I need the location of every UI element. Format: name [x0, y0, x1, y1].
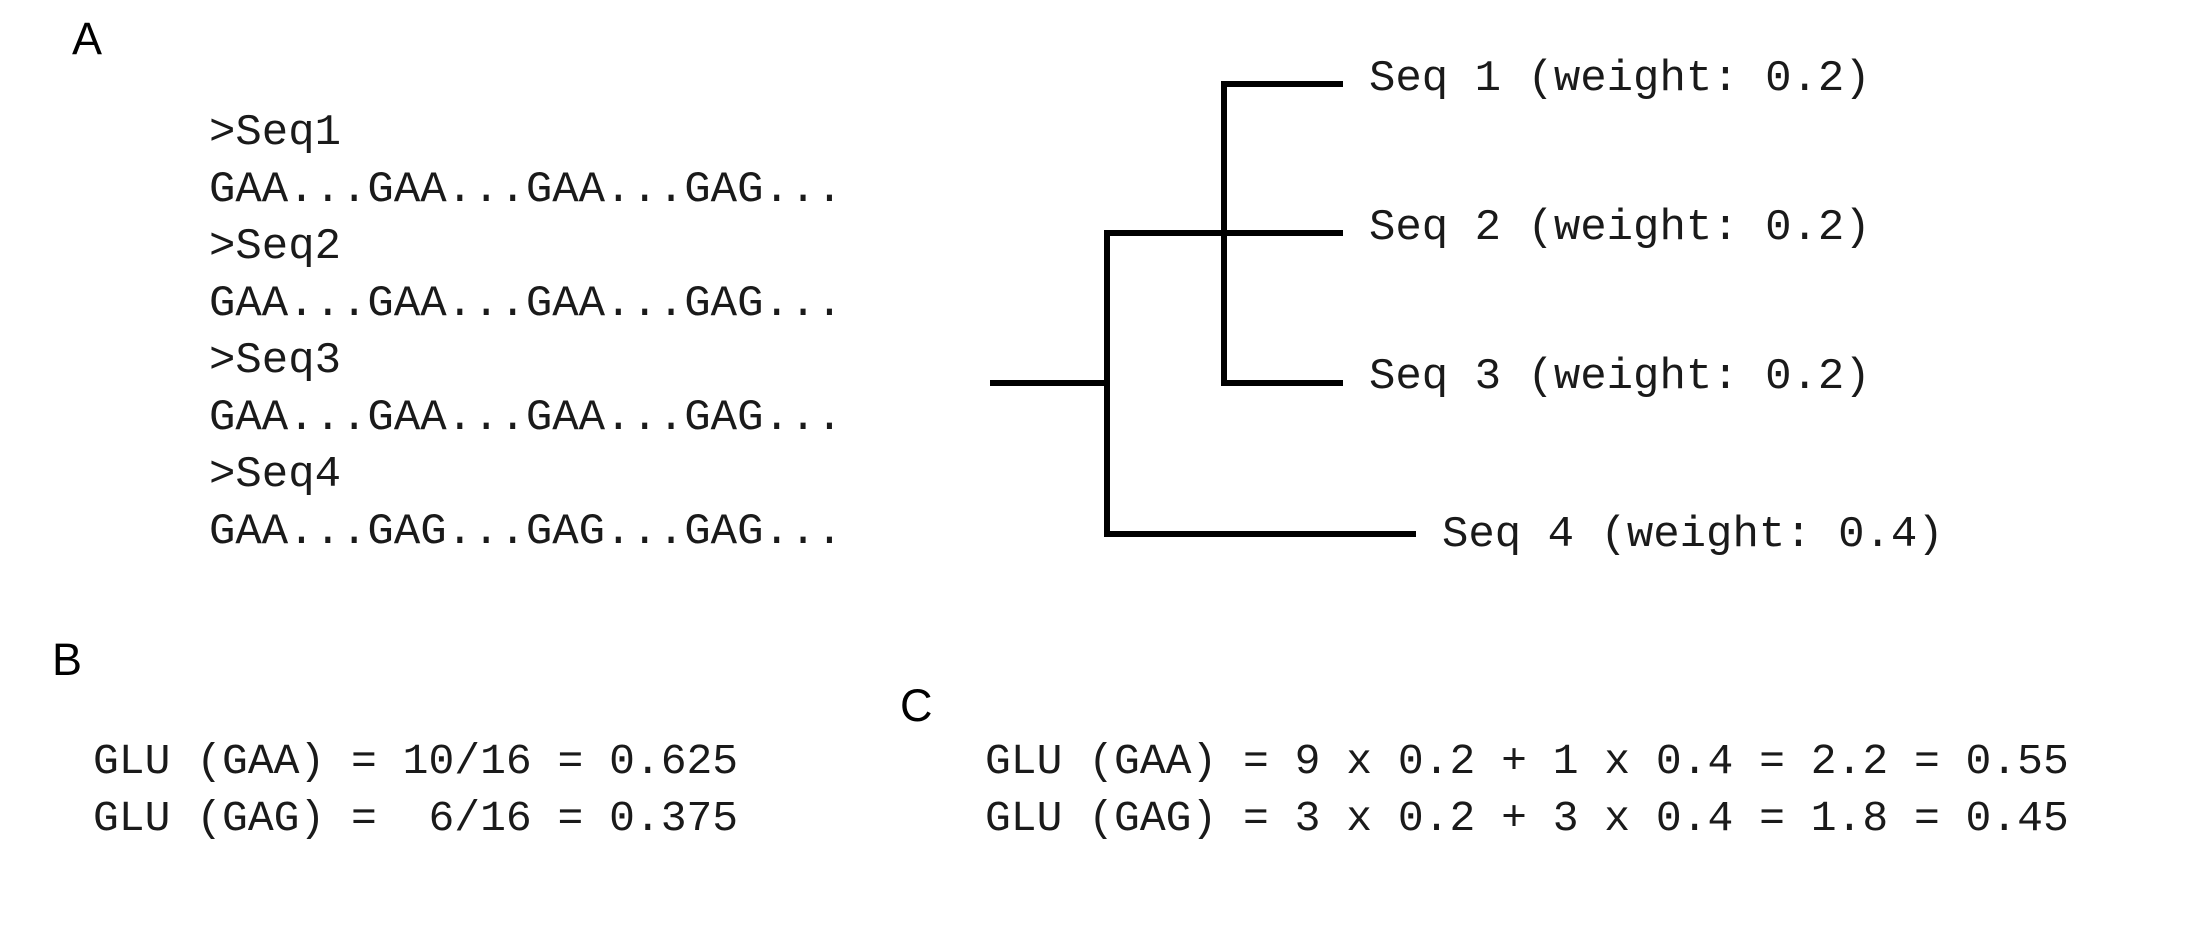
unweighted-gag-line: GLU (GAG) = 6/16 = 0.375: [93, 794, 739, 843]
panel-a-label: A: [72, 13, 103, 64]
tree-tip-seq1: Seq 1 (weight: 0.2): [1369, 54, 1871, 104]
panel-b-label: B: [52, 634, 83, 685]
seq2-header: >Seq2: [209, 222, 342, 272]
seq1-header: >Seq1: [209, 108, 342, 158]
tree-tip-seq2: Seq 2 (weight: 0.2): [1369, 203, 1871, 253]
seq4-sequence: GAA...GAG...GAG...GAG...: [209, 507, 843, 557]
weighted-gag-line: GLU (GAG) = 3 x 0.2 + 3 x 0.4 = 1.8 = 0.…: [985, 794, 2069, 843]
tree-tip-seq4: Seq 4 (weight: 0.4): [1442, 510, 1944, 560]
seq1-sequence: GAA...GAA...GAA...GAG...: [209, 165, 843, 215]
seq2-sequence: GAA...GAA...GAA...GAG...: [209, 279, 843, 329]
tree-tip-seq3: Seq 3 (weight: 0.2): [1369, 352, 1871, 402]
seq3-header: >Seq3: [209, 336, 342, 386]
unweighted-gaa-line: GLU (GAA) = 10/16 = 0.625: [93, 737, 739, 786]
weighted-gaa-line: GLU (GAA) = 9 x 0.2 + 1 x 0.4 = 2.2 = 0.…: [985, 737, 2069, 786]
seq3-sequence: GAA...GAA...GAA...GAG...: [209, 393, 843, 443]
seq4-header: >Seq4: [209, 450, 342, 500]
panel-c-label: C: [900, 680, 933, 731]
